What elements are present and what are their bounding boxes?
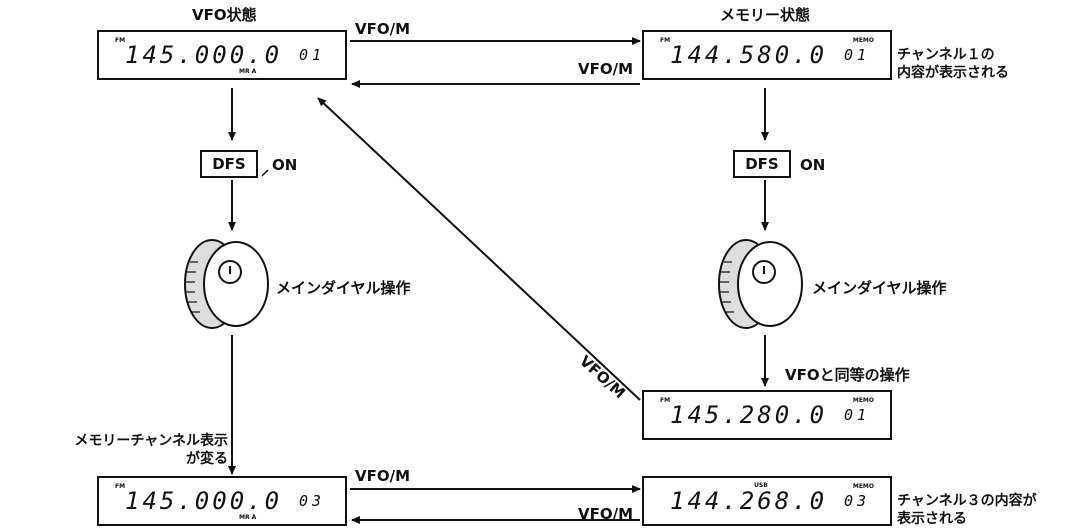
memory-display-bottom: USB MEMO 144.268.0 03: [642, 476, 892, 526]
dfs-on-label-left: ON: [272, 156, 297, 174]
memo-tag: MEMO: [853, 397, 874, 404]
vfo-m-label-top-left: VFO/M: [578, 60, 633, 78]
channel-readout: 01: [844, 46, 870, 64]
memo-tag: MEMO: [853, 483, 874, 490]
mem-channel-note: メモリーチャンネル表示 が変る: [8, 432, 228, 468]
vfo-m-label-bottom-right: VFO/M: [355, 467, 410, 485]
memory-display-top: FM MEMO 144.580.0 01: [642, 30, 892, 80]
dfs-on-label-right: ON: [800, 156, 825, 174]
frequency-readout: 144.268.0: [670, 488, 827, 514]
dfs-button-left[interactable]: DFS: [200, 150, 258, 178]
channel3-note: チャンネル３の内容が 表示される: [897, 492, 1037, 528]
vfo-state-label: VFO状態: [192, 6, 257, 24]
vfo-equal-op-label: VFOと同等の操作: [785, 366, 910, 384]
main-dial-knob-right-icon[interactable]: [716, 236, 806, 332]
memory-display-mid: FM MEMO 145.280.0 01: [642, 390, 892, 440]
vfo-m-label-top-right: VFO/M: [355, 20, 410, 38]
memo-tag: MEMO: [853, 37, 874, 44]
channel1-note-line2: 内容が表示される: [897, 64, 1009, 82]
channel3-note-line2: 表示される: [897, 510, 1037, 528]
vfo-display-top: FM 145.000.0 01 MR A: [97, 30, 347, 80]
channel-readout: 01: [844, 406, 870, 424]
memory-state-label: メモリー状態: [720, 6, 810, 24]
frequency-readout: 145.000.0: [125, 42, 282, 68]
channel-readout: 03: [844, 492, 870, 510]
frequency-readout: 144.580.0: [670, 42, 827, 68]
sub-tag: MR A: [239, 514, 256, 521]
dfs-button-right[interactable]: DFS: [733, 150, 791, 178]
channel-readout: 01: [299, 46, 325, 64]
main-dial-label-left: メインダイヤル操作: [276, 279, 411, 297]
frequency-readout: 145.280.0: [670, 402, 827, 428]
frequency-readout: 145.000.0: [125, 488, 282, 514]
vfo-m-label-bottom-left: VFO/M: [578, 505, 633, 523]
channel1-note-line1: チャンネル１の: [897, 46, 1009, 64]
mem-channel-note-line1: メモリーチャンネル表示: [8, 432, 228, 450]
main-dial-label-right: メインダイヤル操作: [812, 279, 947, 297]
sub-tag: MR A: [239, 68, 256, 75]
mem-channel-note-line2: が変る: [8, 450, 228, 468]
vfo-display-bottom: FM 145.000.0 03 MR A: [97, 476, 347, 526]
mode-tag: FM: [115, 37, 125, 44]
mode-tag: FM: [115, 483, 125, 490]
mode-tag: FM: [660, 37, 670, 44]
channel-readout: 03: [299, 492, 325, 510]
main-dial-knob-left-icon[interactable]: [182, 236, 272, 332]
channel3-note-line1: チャンネル３の内容が: [897, 492, 1037, 510]
channel1-note: チャンネル１の 内容が表示される: [897, 46, 1009, 82]
mode-tag: FM: [660, 397, 670, 404]
